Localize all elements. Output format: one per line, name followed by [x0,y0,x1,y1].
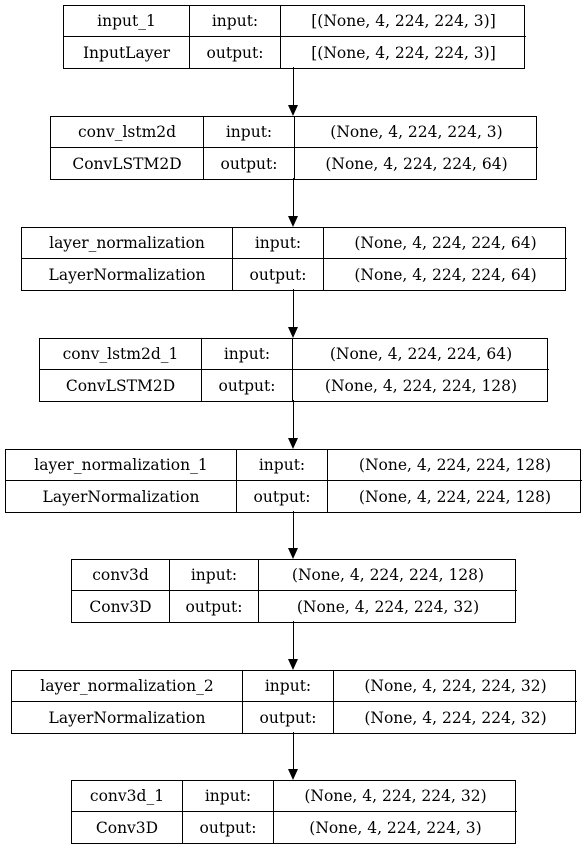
edge-line-4 [293,511,294,549]
output-label: output: [237,481,328,512]
output-shape: (None, 4, 224, 224, 128) [324,376,518,395]
input-shape: (None, 4, 224, 224, 64) [324,228,567,259]
arrow-down-icon [288,105,298,116]
input-shape: [(None, 4, 224, 224, 3)] [281,6,526,37]
input-shape: (None, 4, 224, 224, 128) [259,560,517,591]
layer-name: conv_lstm2d_1 [40,339,202,370]
layer-node-conv3d-1: conv3d_1 input: (None, 4, 224, 224, 32) … [71,780,517,844]
layer-node-conv-lstm2d-1: conv_lstm2d_1 input: (None, 4, 224, 224,… [39,338,549,402]
edge-line-3 [293,400,294,439]
layer-name: input_1 [64,6,190,37]
output-shape: (None, 4, 224, 224, 64) [325,154,508,173]
arrow-down-icon [288,327,298,338]
input-label: input: [202,339,293,370]
output-label: output: [204,148,295,179]
output-label: output: [243,702,334,733]
edge-line-1 [293,178,294,217]
input-label: input: [233,228,324,259]
output-label: output: [202,370,293,401]
input-shape: (None, 4, 224, 224, 32) [274,781,517,812]
edge-line-5 [293,621,294,660]
layer-name: conv_lstm2d [51,117,204,148]
edge-line-0 [293,67,294,106]
edge-line-2 [293,289,294,328]
output-shape: (None, 4, 224, 224, 128) [358,487,552,506]
output-label: output: [170,591,259,622]
layer-name: layer_normalization_1 [6,450,237,481]
input-label: input: [183,781,274,812]
layer-node-layer-normalization: layer_normalization input: (None, 4, 224… [21,227,567,291]
layer-node-input-1: input_1 input: [(None, 4, 224, 224, 3)] … [63,5,526,69]
arrow-down-icon [288,438,298,449]
input-shape: (None, 4, 224, 224, 128) [328,450,582,481]
arrow-down-icon [288,659,298,670]
layer-name: conv3d [72,560,170,591]
layer-type: Conv3D [72,591,170,622]
output-shape: (None, 4, 224, 224, 32) [364,708,547,727]
layer-type: InputLayer [64,37,190,68]
input-shape: (None, 4, 224, 224, 64) [293,339,549,370]
input-label: input: [243,671,334,702]
layer-name: layer_normalization_2 [12,671,243,702]
output-shape: (None, 4, 224, 224, 64) [354,265,537,284]
input-shape: (None, 4, 224, 224, 32) [334,671,577,702]
layer-node-conv-lstm2d: conv_lstm2d input: (None, 4, 224, 224, 3… [50,116,538,180]
output-shape: [(None, 4, 224, 224, 3)] [311,43,496,62]
output-shape: (None, 4, 224, 224, 3) [309,818,482,837]
output-label: output: [233,259,324,290]
layer-node-layer-normalization-1: layer_normalization_1 input: (None, 4, 2… [5,449,582,513]
output-shape: (None, 4, 224, 224, 32) [296,597,480,616]
input-label: input: [237,450,328,481]
layer-type: LayerNormalization [6,481,237,512]
arrow-down-icon [288,216,298,227]
layer-type: LayerNormalization [22,259,233,290]
layer-type: LayerNormalization [12,702,243,733]
input-label: input: [170,560,259,591]
input-shape: (None, 4, 224, 224, 3) [295,117,538,148]
input-label: input: [204,117,295,148]
input-label: input: [190,6,281,37]
layer-type: Conv3D [72,812,183,843]
layer-node-conv3d: conv3d input: (None, 4, 224, 224, 128) C… [71,559,517,623]
layer-name: layer_normalization [22,228,233,259]
arrow-down-icon [288,769,298,780]
edge-line-6 [293,732,294,770]
arrow-down-icon [288,548,298,559]
layer-type: ConvLSTM2D [40,370,202,401]
layer-node-layer-normalization-2: layer_normalization_2 input: (None, 4, 2… [11,670,577,734]
layer-type: ConvLSTM2D [51,148,204,179]
output-label: output: [183,812,274,843]
output-label: output: [190,37,281,68]
layer-name: conv3d_1 [72,781,183,812]
